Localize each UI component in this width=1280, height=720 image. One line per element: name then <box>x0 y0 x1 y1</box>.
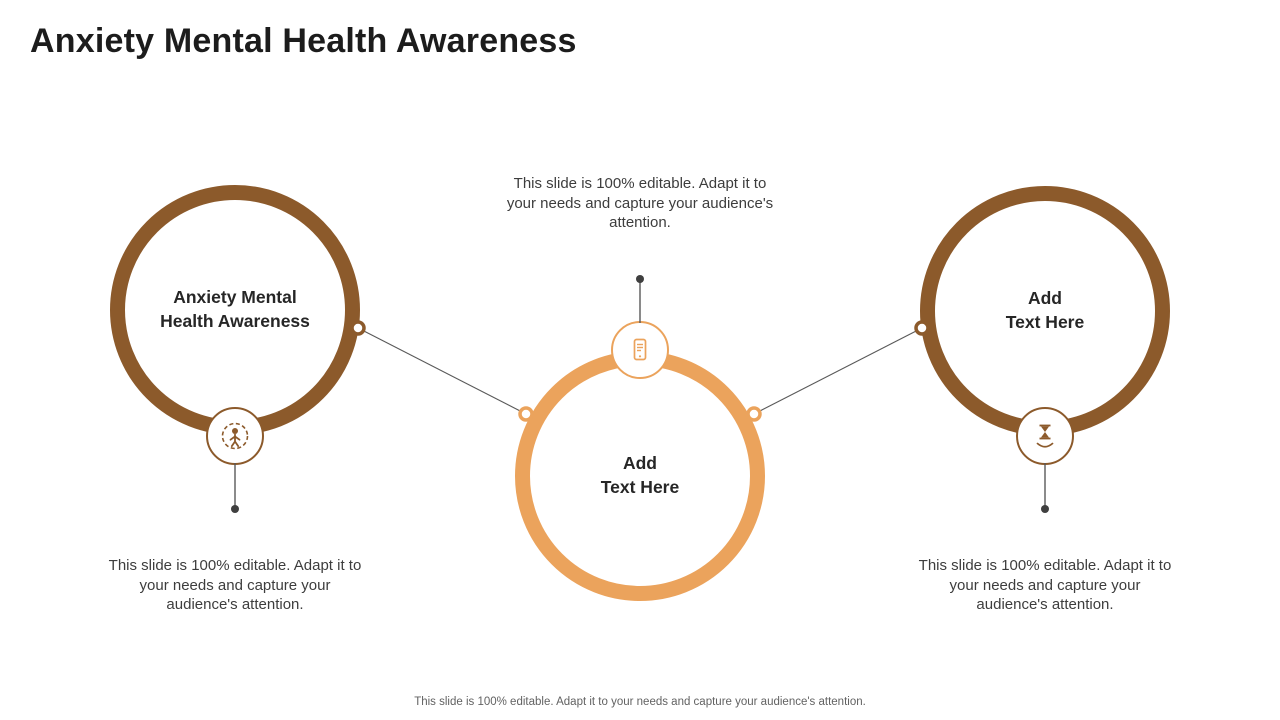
circle-right-label-line2: Text Here <box>1005 312 1085 332</box>
circle-center-label[interactable]: Add Text Here <box>601 452 679 499</box>
hourglass-hand-icon-badge <box>1016 407 1074 465</box>
person-target-icon-badge <box>206 407 264 465</box>
circle-right-label-line1: Add <box>1027 288 1063 309</box>
person-target-icon <box>221 422 249 450</box>
mobile-message-icon-badge <box>611 321 669 379</box>
circle-right[interactable]: Add Text Here <box>920 186 1170 436</box>
target-ring <box>221 422 249 450</box>
connector-line-left-diagonal <box>357 327 527 415</box>
circle-left-label-line2: Health Awareness <box>160 311 310 331</box>
caption-right: This slide is 100% editable. Adapt it to… <box>918 557 1172 613</box>
connector-dot-right <box>1041 505 1049 513</box>
person-body <box>229 433 241 447</box>
connector-dot-center <box>636 275 644 283</box>
person-head <box>232 428 238 434</box>
circle-left[interactable]: Anxiety Mental Health Awareness <box>110 185 360 435</box>
circle-left-label-line1: Anxiety Mental <box>173 287 297 308</box>
slide-footer: This slide is 100% editable. Adapt it to… <box>414 696 866 708</box>
phone-outline <box>633 338 647 361</box>
circle-center-label-line2: Text Here <box>600 477 680 497</box>
caption-center: This slide is 100% editable. Adapt it to… <box>506 175 774 231</box>
hourglass-hand-icon <box>1036 424 1054 448</box>
circle-center[interactable]: Add Text Here <box>515 351 765 601</box>
hand-curve <box>1036 442 1054 448</box>
circle-center-label-line1: Add <box>622 453 658 474</box>
connector-dot-left <box>231 505 239 513</box>
slide-title: Anxiety Mental Health Awareness <box>30 22 577 60</box>
circle-left-label[interactable]: Anxiety Mental Health Awareness <box>160 286 310 333</box>
home-button <box>638 355 642 358</box>
hourglass-top <box>1041 426 1049 432</box>
circle-right-label[interactable]: Add Text Here <box>1006 287 1084 334</box>
mobile-message-icon <box>633 338 647 361</box>
connector-line-right-diagonal <box>753 327 923 415</box>
caption-left: This slide is 100% editable. Adapt it to… <box>108 557 362 613</box>
hourglass-bottom <box>1041 432 1049 438</box>
